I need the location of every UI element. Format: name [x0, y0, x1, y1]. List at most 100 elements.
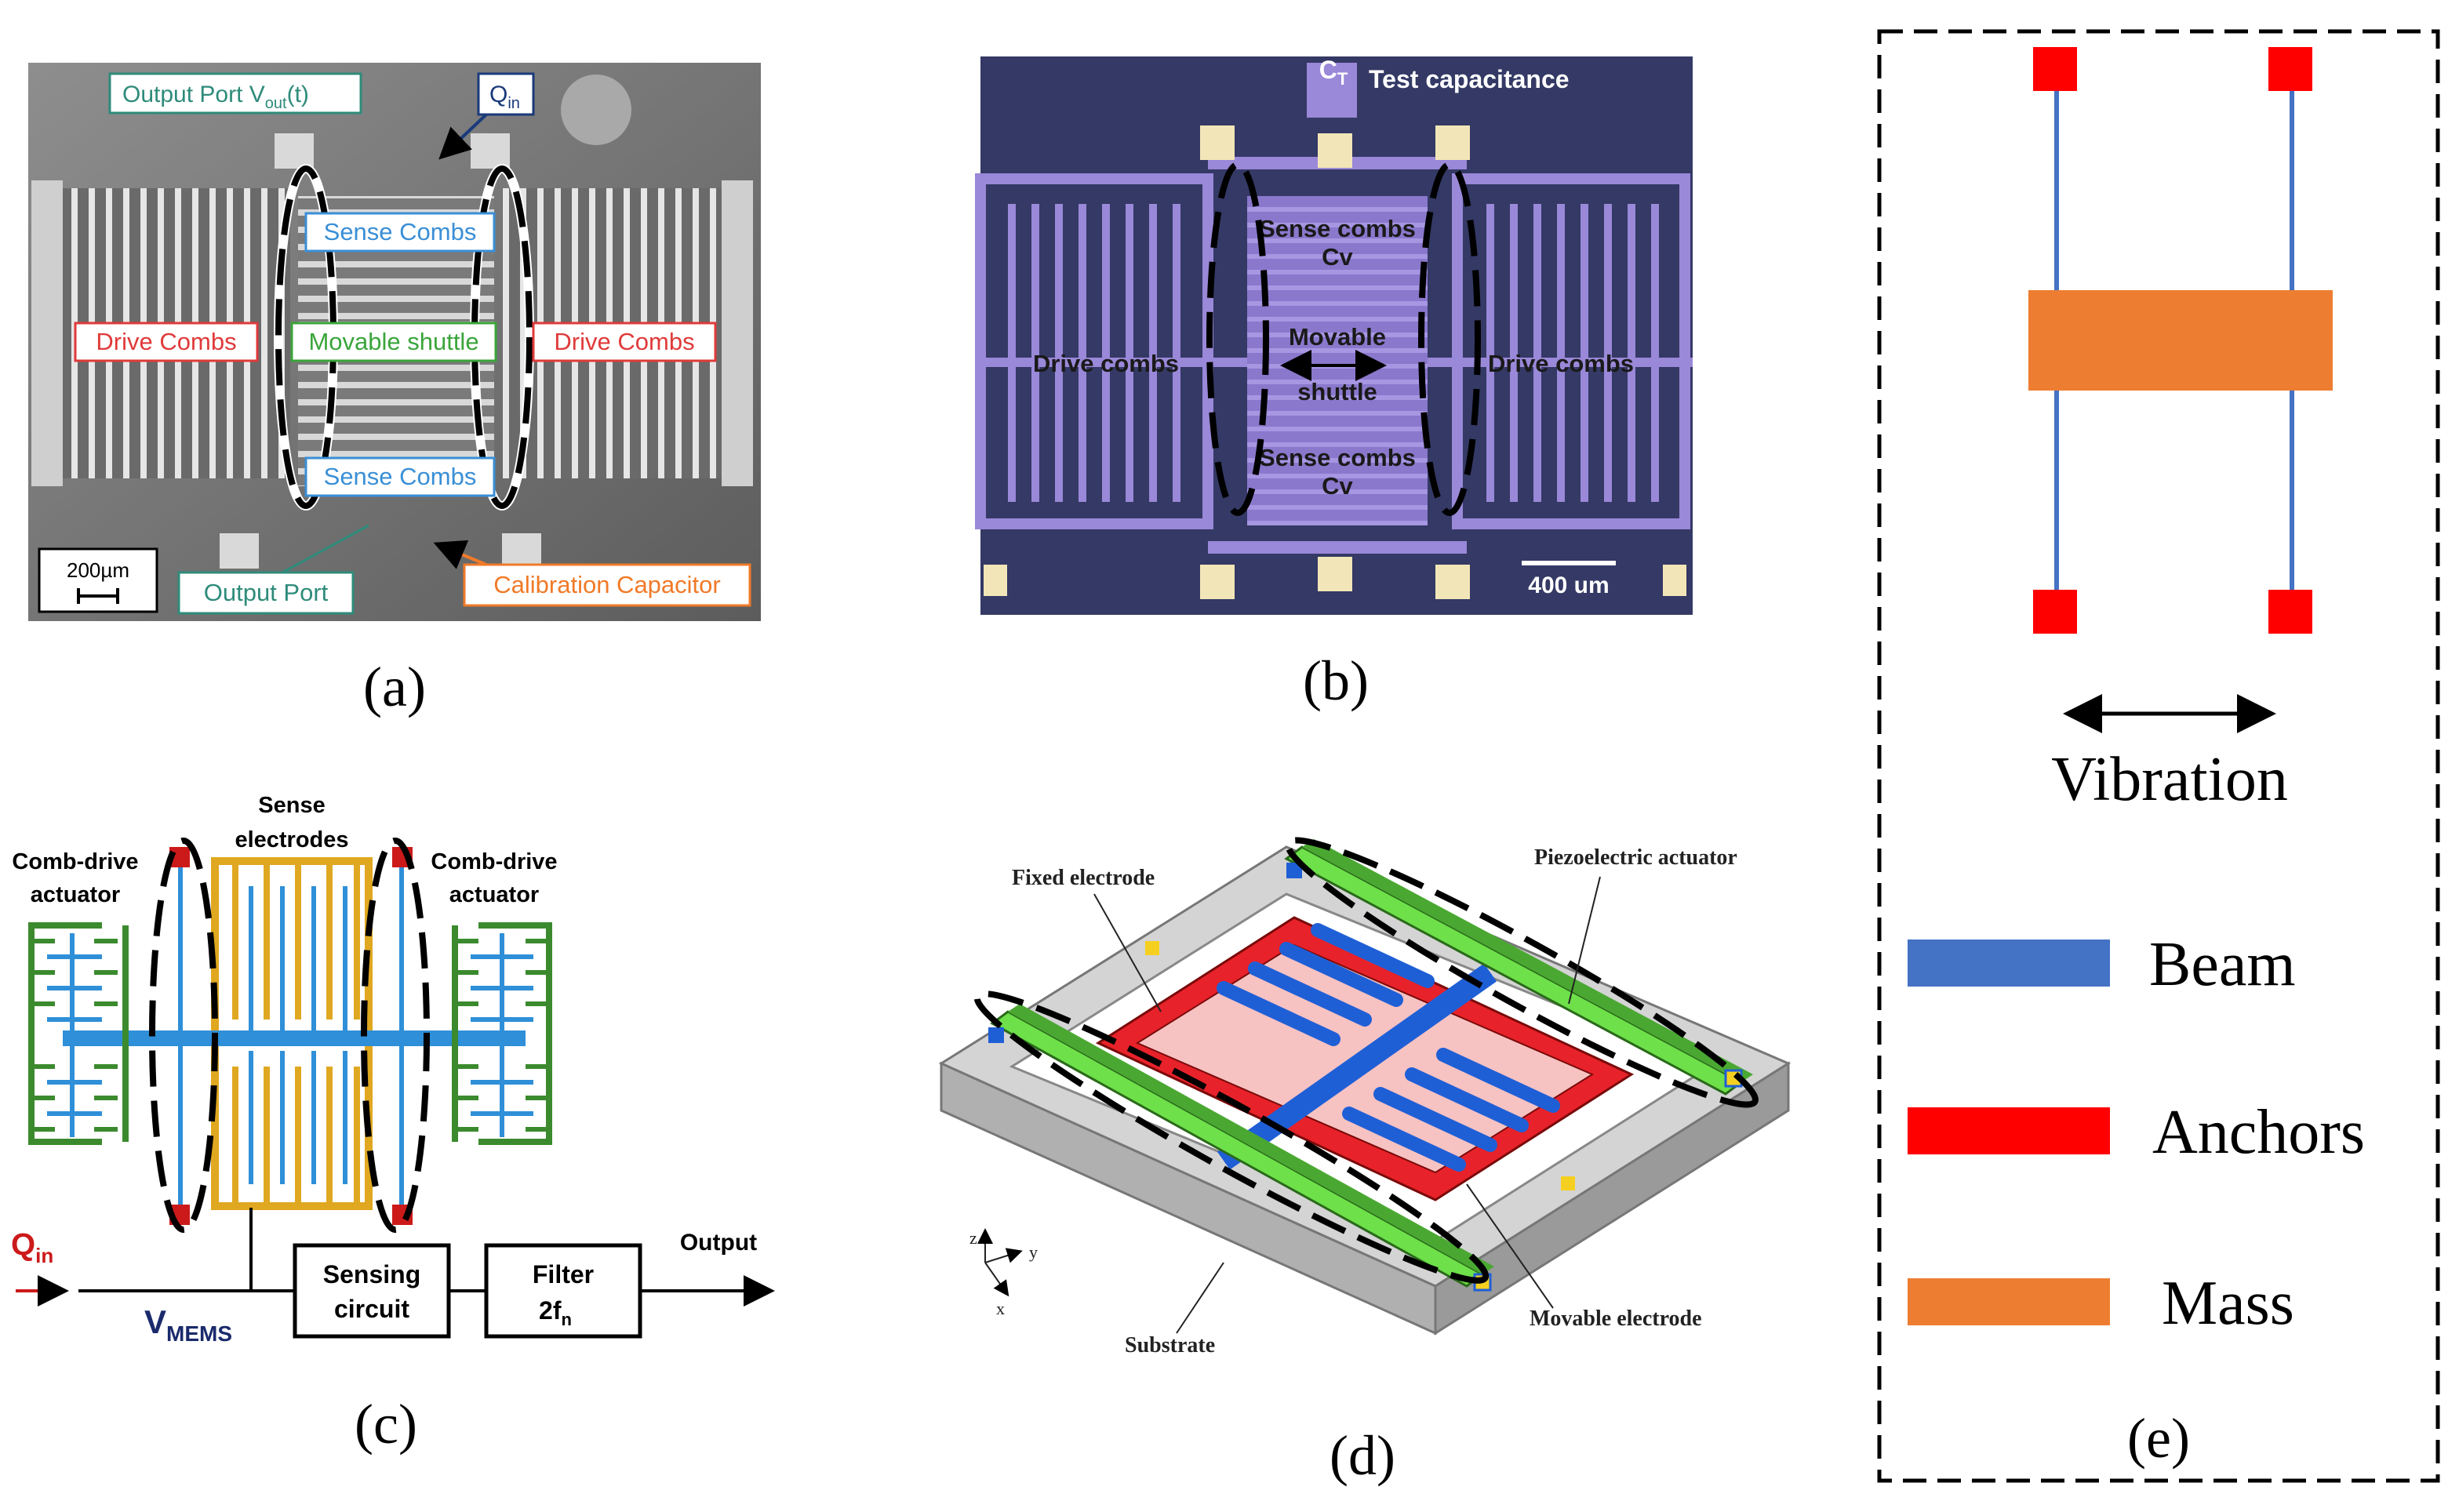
sensing-circuit-block — [293, 1243, 451, 1339]
output-port-vout-box — [108, 72, 362, 114]
legend-swatch-anchors — [1908, 1107, 2110, 1154]
piezo-actuator-label: Piezoelectric actuator — [1534, 845, 1737, 870]
drive-comb-fingers-right — [1486, 204, 1659, 502]
right-comb-rotor — [471, 933, 533, 1137]
movable-electrode-spine — [1217, 963, 1497, 1170]
pad — [1561, 1176, 1575, 1190]
anchor-top-right — [2268, 47, 2312, 91]
scale-bar-label: 400 um — [1528, 572, 1609, 598]
movable-label: Movable — [1289, 323, 1386, 351]
pad — [984, 565, 1007, 596]
sense-electrodes-label-line2: electrodes — [235, 827, 348, 852]
output-port-label: Output Port — [204, 579, 329, 606]
pad — [502, 533, 541, 569]
axis-y — [984, 1248, 1023, 1263]
legend-label-mass: Mass — [2162, 1269, 2294, 1338]
vmems-label: VMEMS — [144, 1303, 232, 1346]
panel-e-border — [1877, 29, 2440, 1483]
drive-combs-left-label: Drive Combs — [96, 328, 236, 355]
pad — [1435, 125, 1470, 160]
shuttle-label: shuttle — [1297, 378, 1377, 405]
substrate-label: Substrate — [1125, 1333, 1215, 1358]
sense-combs-top-label: Sense Combs — [324, 218, 477, 245]
pad — [1200, 125, 1235, 160]
drive-comb-fingers-left — [1008, 204, 1180, 502]
ellipse-left — [149, 838, 218, 1233]
qin-label: Qin — [11, 1227, 53, 1267]
scale-bar — [77, 588, 119, 604]
panel-b: CT Test capacitance Sense combs Cv Movab… — [975, 56, 1693, 712]
bottom-rail — [1208, 541, 1467, 554]
comb-drive-left-label-line1: Comb-drive — [12, 849, 138, 874]
sense-electrode-fingers — [232, 863, 360, 1205]
pad — [1318, 133, 1352, 168]
piezo-actuator-left-edge — [1008, 1004, 1494, 1274]
panel-a: Output Port Vout(t) Qin Sense Combs Driv… — [28, 63, 761, 718]
calibration-capacitor-label: Calibration Capacitor — [493, 571, 720, 598]
legend-swatch-beam — [1908, 940, 2110, 987]
comb-drive-left-label-line2: actuator — [31, 882, 120, 907]
legend-label-beam: Beam — [2149, 930, 2296, 999]
scale-bar-box — [38, 547, 158, 613]
pad — [1286, 863, 1302, 878]
anchor-bottom-right — [2268, 590, 2312, 634]
output-port-box — [177, 571, 355, 615]
sense-combs-bottom-box — [304, 456, 496, 497]
drive-combs-right-label: Drive Combs — [554, 328, 694, 355]
drive-combs-right-label: Drive combs — [1488, 350, 1634, 377]
movable-electrode-fingers — [1217, 923, 1560, 1172]
qin-label: Qin — [489, 82, 520, 112]
substrate-leader — [1176, 1262, 1224, 1334]
left-comb-stator-frame — [28, 922, 102, 1145]
axis-x-label: x — [996, 1299, 1005, 1318]
scale-bar-label: 200µm — [67, 558, 129, 582]
axis-y-label: y — [1029, 1242, 1038, 1262]
right-comb-frame — [722, 180, 753, 486]
movable-electrode-leader — [1466, 1183, 1554, 1309]
vibration-label: Vibration — [2051, 745, 2288, 814]
fixed-electrode-label: Fixed electrode — [1012, 866, 1155, 890]
drive-combs-left-box — [74, 322, 259, 362]
movable-fingers — [249, 886, 347, 1184]
pad — [1663, 565, 1686, 596]
qin-box — [477, 72, 535, 116]
qin-arrow — [438, 113, 488, 160]
comb-drive-right-label-line2: actuator — [449, 882, 539, 907]
caption-d: (d) — [1330, 1424, 1395, 1487]
mass — [2028, 290, 2333, 391]
filter-label-line2: 2fn — [539, 1296, 572, 1329]
ellipse-right — [471, 165, 533, 509]
drive-comb-frame-right — [1452, 173, 1690, 529]
output-label: Output — [680, 1230, 757, 1256]
cv-bottom-label: Cv — [1322, 472, 1353, 500]
piezo-actuator-leader — [1568, 876, 1601, 1005]
pad — [1200, 565, 1235, 599]
ellipse-left — [1206, 162, 1269, 516]
round-feature — [561, 75, 631, 145]
calibration-capacitor-box — [463, 563, 751, 607]
pad — [1318, 557, 1352, 591]
movable-shuttle-box — [290, 322, 497, 362]
test-capacitance-label: Test capacitance — [1369, 65, 1570, 93]
ct-label: CT — [1319, 56, 1348, 89]
caption-c: (c) — [355, 1393, 417, 1456]
comb-drive-right-label-line1: Comb-drive — [431, 849, 557, 874]
movable-electrode-label: Movable electrode — [1530, 1307, 1702, 1331]
left-comb-frame — [31, 180, 63, 486]
output-port-vout-label: Output Port Vout(t) — [122, 82, 309, 112]
left-comb-stator-fingers — [31, 939, 118, 1132]
filter-block — [484, 1243, 642, 1339]
right-comb-stator-frame — [478, 922, 552, 1145]
panel-d: Fixed electrode Piezoelectric actuator M… — [938, 837, 1792, 1487]
sense-combs-bottom-label: Sense Combs — [324, 463, 477, 490]
panel-e: Vibration Beam Anchors Mass (e) — [1877, 29, 2440, 1483]
pad — [1145, 941, 1159, 955]
pad — [275, 133, 314, 169]
sensing-circuit-label-line2: circuit — [334, 1295, 409, 1323]
calibration-arrow — [433, 540, 487, 569]
anchor-top-left — [2033, 47, 2077, 91]
legend-label-anchors: Anchors — [2152, 1098, 2365, 1167]
sense-electrodes-label-line1: Sense — [258, 793, 325, 818]
sense-region — [1247, 196, 1428, 525]
panel-c: Sense electrodes Comb-drive actuator Com… — [11, 793, 775, 1456]
